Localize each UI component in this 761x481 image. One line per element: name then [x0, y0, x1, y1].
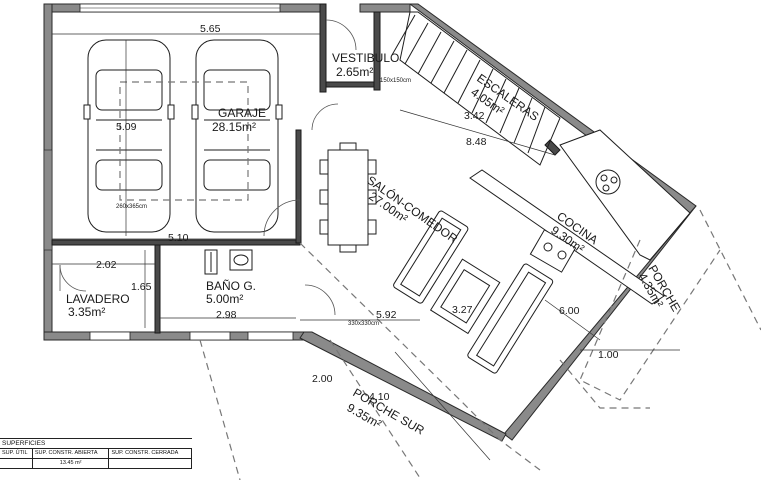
vestibulo-name: VESTIBULO [332, 51, 399, 65]
dim-garage-depth: 5.09 [116, 121, 137, 133]
bathroom-fixtures [204, 249, 253, 275]
dim-garage-width: 5.65 [200, 23, 221, 35]
dim-stairs-w: 3.42 [464, 110, 485, 122]
table-header-row: SUP. ÚTIL SUP. CONSTR. ABIERTA SUP. CONS… [0, 449, 192, 459]
table-value-row: 13.45 m² [0, 459, 192, 469]
table-value-util [0, 459, 33, 468]
note-car: 260x365cm [116, 204, 147, 210]
kitchen-counter [469, 129, 691, 305]
dining-table [319, 142, 377, 253]
table-value-abierta: 13.45 m² [33, 459, 110, 468]
lavadero-name: LAVADERO [66, 292, 130, 306]
dim-garage-bottom: 5.10 [168, 232, 189, 244]
dim-lavadero-w: 2.02 [96, 259, 117, 271]
garaje-name: GARAJE [218, 106, 266, 120]
parking-outline [119, 81, 249, 201]
note-door-1: 150x150cm [380, 78, 411, 84]
stairs [391, 11, 561, 166]
dim-salon-h: 3.27 [452, 304, 473, 316]
table-header-abierta: SUP. CONSTR. ABIERTA [33, 449, 110, 458]
table-header-util: SUP. ÚTIL [0, 449, 33, 458]
dim-porche-sur-a: 2.00 [312, 373, 333, 385]
bano-area: 5.00m² [206, 292, 243, 306]
door-swings [59, 19, 357, 316]
note-door-2: 330x330cm [348, 321, 379, 327]
bano-name: BAÑO G. [206, 279, 256, 293]
dimension-labels: 5.65 5.09 5.10 2.02 1.65 2.98 3.42 8.48 … [96, 23, 619, 403]
dim-salon-w: 5.92 [376, 309, 397, 321]
dim-diag: 8.48 [466, 136, 487, 148]
car-right [191, 39, 283, 233]
lavadero-area: 3.35m² [68, 305, 105, 319]
dim-porche-d: 1.00 [598, 349, 619, 361]
porch-outlines [199, 209, 761, 480]
windows [43, 3, 294, 341]
car-left [83, 39, 175, 233]
surfaces-table: SUPERFICIES SUP. ÚTIL SUP. CONSTR. ABIER… [0, 438, 192, 481]
vestibulo-area: 2.65m² [336, 65, 373, 79]
dim-cocina-w: 6.00 [559, 305, 580, 317]
dimension-lines [52, 33, 680, 461]
dim-bano-w: 2.98 [216, 309, 237, 321]
sofa-set [393, 210, 554, 374]
table-header-cerrada: SUP. CONSTR. CERRADA [109, 449, 192, 458]
table-title: SUPERFICIES [0, 439, 192, 449]
dim-lavadero-h: 1.65 [131, 281, 152, 293]
table-value-cerrada [109, 459, 192, 468]
dim-porche-sur-b: 4.10 [369, 391, 390, 403]
garaje-area: 28.15m² [212, 120, 256, 134]
